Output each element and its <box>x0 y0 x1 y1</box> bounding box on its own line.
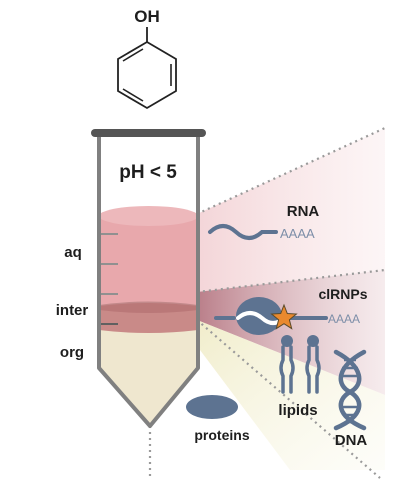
lipid-head-icon <box>281 335 293 347</box>
ph-condition-label: pH < 5 <box>119 162 177 183</box>
organic-zoom-wedge <box>197 320 385 470</box>
clrnp-complex: AAAA <box>214 297 360 335</box>
aqueous-phase-label: aq <box>64 244 82 261</box>
crosslink-star-icon <box>270 303 298 330</box>
lipid-tail <box>305 345 311 394</box>
dna-helix-icon <box>333 349 367 431</box>
hydroxyl-label: OH <box>134 7 160 26</box>
ring-double-bond <box>122 48 144 62</box>
organic-phase-label: org <box>60 344 84 361</box>
projection-wedges <box>148 126 386 480</box>
lipid-molecules <box>279 335 321 394</box>
phenol-structure-icon: OH <box>117 7 177 110</box>
proteins-label: proteins <box>194 427 249 443</box>
clrnp-polya-tail: AAAA <box>328 312 360 326</box>
dna-base-pairs <box>342 358 358 424</box>
lipid-head-icon <box>307 335 319 347</box>
benzene-ring <box>117 40 177 110</box>
lipid-tail <box>289 345 295 394</box>
tube-outline <box>97 134 200 428</box>
protein-icon <box>186 395 238 419</box>
lipid-tail <box>315 345 321 394</box>
interphase-label: inter <box>56 302 89 319</box>
rna-strand-icon <box>208 224 278 240</box>
tube-rim <box>91 129 206 137</box>
lipid-tail <box>279 345 285 394</box>
aqueous-phase <box>99 210 198 305</box>
rna-polya-tail: AAAA <box>280 226 315 241</box>
dotted-guide-line <box>196 268 386 294</box>
aqueous-surface <box>99 206 198 226</box>
rna-molecule: AAAA <box>208 224 315 241</box>
aqueous-zoom-wedge <box>197 128 385 292</box>
dna-label: DNA <box>335 432 368 449</box>
interphase-boundary <box>99 299 198 313</box>
dotted-guide-line <box>196 126 386 216</box>
rna-label: RNA <box>287 203 320 220</box>
ring-double-bond <box>122 88 144 102</box>
lipids-label: lipids <box>278 402 317 419</box>
clrnps-label: clRNPs <box>318 286 367 302</box>
dotted-guide-line <box>196 319 381 479</box>
interphase-zoom-wedge <box>197 270 385 395</box>
test-tube <box>91 129 206 428</box>
organic-phase <box>99 330 198 424</box>
